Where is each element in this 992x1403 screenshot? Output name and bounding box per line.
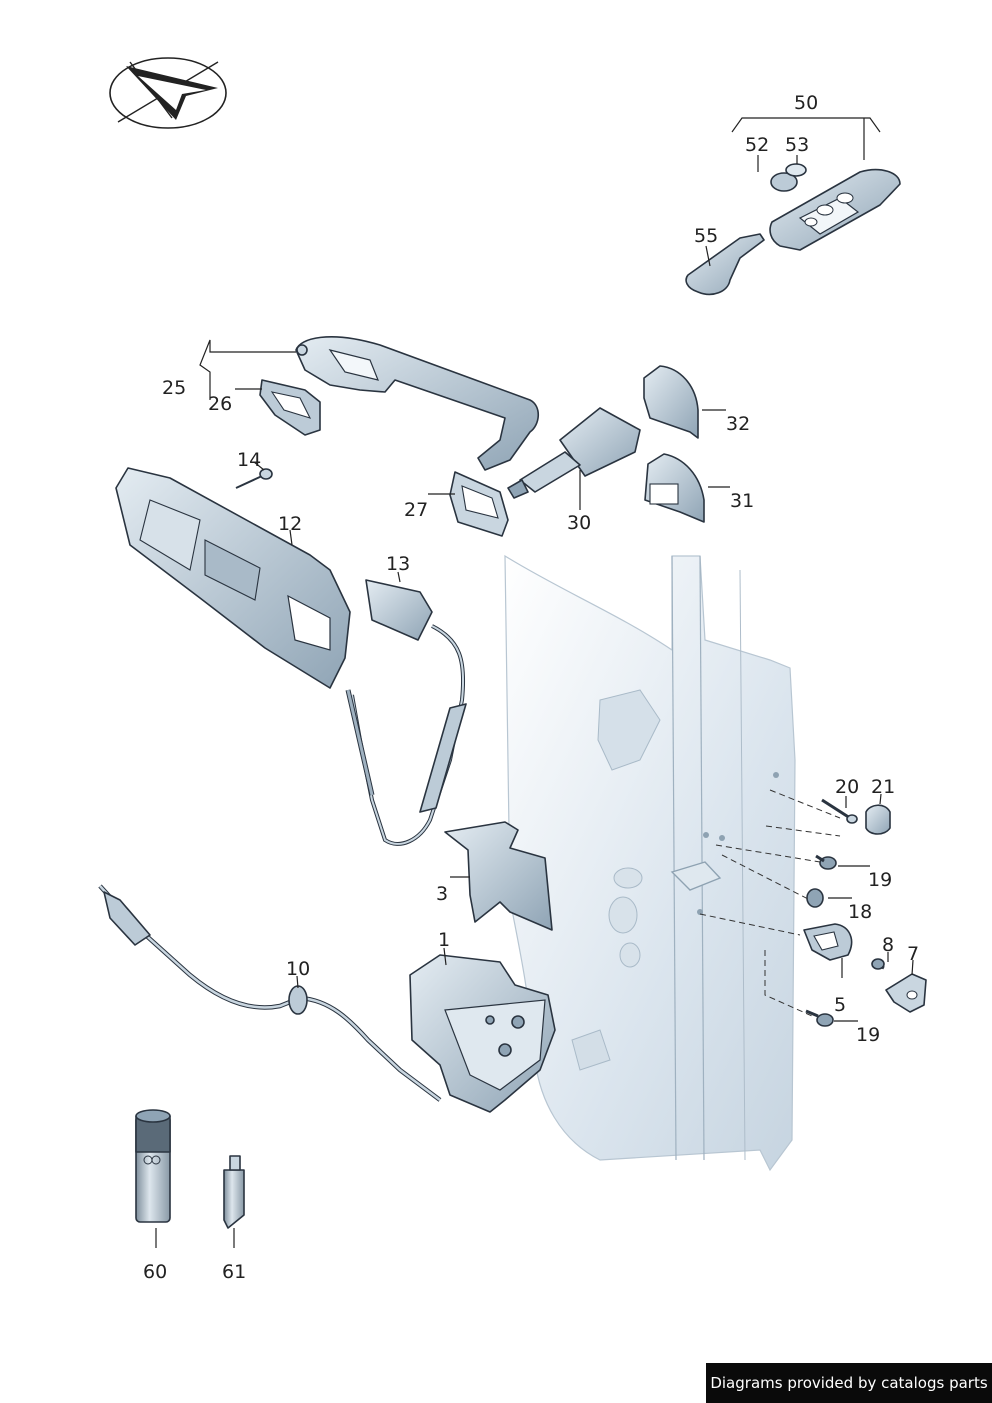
callout-8: 8 [882, 934, 894, 956]
callout-19-upper: 19 [868, 869, 892, 891]
callout-14: 14 [237, 449, 261, 471]
orientation-symbol [109, 57, 227, 129]
footer-credit: Diagrams provided by catalogs parts [706, 1363, 992, 1403]
callout-52: 52 [745, 134, 769, 156]
bracket [444, 821, 553, 931]
callout-10: 10 [286, 958, 310, 980]
bowden-cable-lower [98, 884, 442, 1102]
callout-3: 3 [436, 883, 448, 905]
callout-26: 26 [208, 393, 232, 415]
callout-32: 32 [726, 413, 750, 435]
door-panel [504, 554, 796, 1172]
callout-18: 18 [848, 901, 872, 923]
spray-can [135, 1109, 171, 1248]
callout-30: 30 [567, 512, 591, 534]
footer-text: Diagrams provided by catalogs parts [710, 1374, 988, 1392]
callout-7: 7 [907, 943, 919, 965]
callout-20: 20 [835, 776, 859, 798]
callout-12: 12 [278, 513, 302, 535]
fasteners [699, 789, 927, 1027]
callout-labels: 1 3 5 7 8 10 12 13 14 18 19 19 20 21 25 … [143, 92, 919, 1283]
callout-31: 31 [730, 490, 754, 512]
outer-handle [199, 336, 540, 471]
callout-61: 61 [222, 1261, 246, 1283]
callout-1: 1 [438, 929, 450, 951]
callout-5: 5 [834, 994, 846, 1016]
door-lock [409, 947, 556, 1113]
callout-50: 50 [794, 92, 818, 114]
callout-55: 55 [694, 225, 718, 247]
callout-53: 53 [785, 134, 809, 156]
callout-60: 60 [143, 1261, 167, 1283]
callout-13: 13 [386, 553, 410, 575]
lock-cylinder [428, 365, 730, 537]
bowden-cable-upper [345, 571, 467, 846]
callout-19-lower: 19 [856, 1024, 880, 1046]
callout-21: 21 [871, 776, 895, 798]
callout-27: 27 [404, 499, 428, 521]
handle-carrier [115, 461, 351, 689]
callout-25: 25 [162, 377, 186, 399]
grease-tube [223, 1155, 245, 1248]
key-fob-group [685, 117, 901, 296]
